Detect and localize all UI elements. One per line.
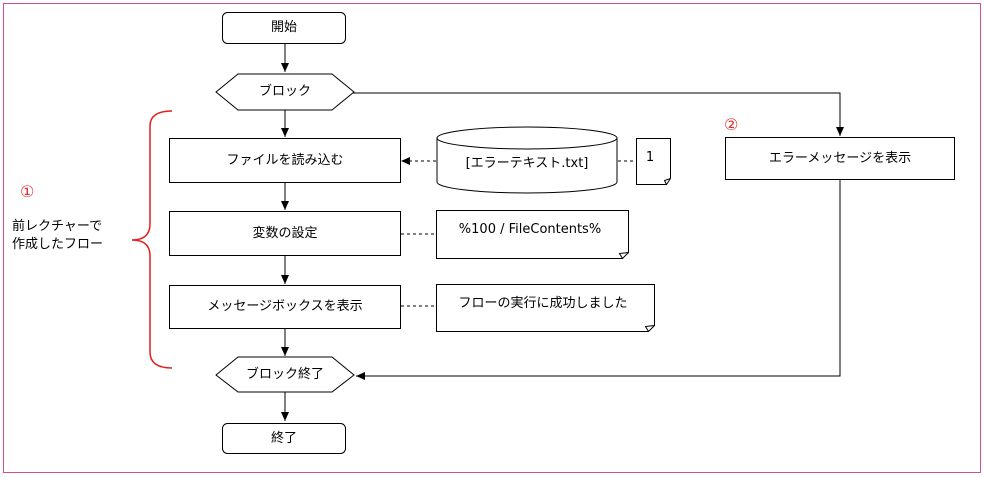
marker-2: ②: [724, 115, 739, 134]
set-variable-box: [169, 211, 401, 256]
dashed-arrowhead: [401, 157, 410, 165]
note-message-label: フローの実行に成功しました: [458, 296, 628, 311]
show-msgbox-box: [169, 285, 401, 329]
block-start-shape: [215, 73, 355, 111]
note-variable-shape: [436, 210, 629, 259]
marker-1: ①: [20, 182, 35, 201]
data-file-cylinder: [436, 126, 618, 194]
start-terminator: [222, 12, 346, 44]
outer-frame: [3, 3, 981, 473]
dashed-connectors: [401, 160, 636, 307]
side-note-line-1: 前レクチャーで: [12, 219, 103, 234]
block-end-label: ブロック終了: [245, 366, 324, 382]
side-note-line-2: 作成したフロー: [12, 237, 104, 252]
data-file-label: [エラーテキスト.txt]: [465, 156, 589, 171]
show-error-box: [725, 137, 955, 180]
set-variable-label: 変数の設定: [252, 225, 318, 241]
end-terminator: [222, 423, 346, 454]
group-brace: [131, 110, 173, 369]
block-end-shape: [215, 356, 355, 393]
read-file-label: ファイルを読み込む: [226, 152, 344, 168]
start-label: 開始: [270, 20, 297, 35]
note-file-shape: [636, 138, 671, 185]
show-msgbox-label: メッセージボックスを表示: [207, 299, 363, 314]
read-file-box: [169, 138, 401, 183]
note-variable-label: %100 / FileContents%: [458, 222, 602, 237]
show-error-label: エラーメッセージを表示: [768, 150, 912, 166]
note-message-shape: [436, 284, 655, 332]
end-label: 終了: [270, 430, 297, 446]
block-label: ブロック: [258, 84, 311, 99]
main-connectors: [281, 44, 844, 421]
note-file-label: 1: [645, 150, 655, 165]
